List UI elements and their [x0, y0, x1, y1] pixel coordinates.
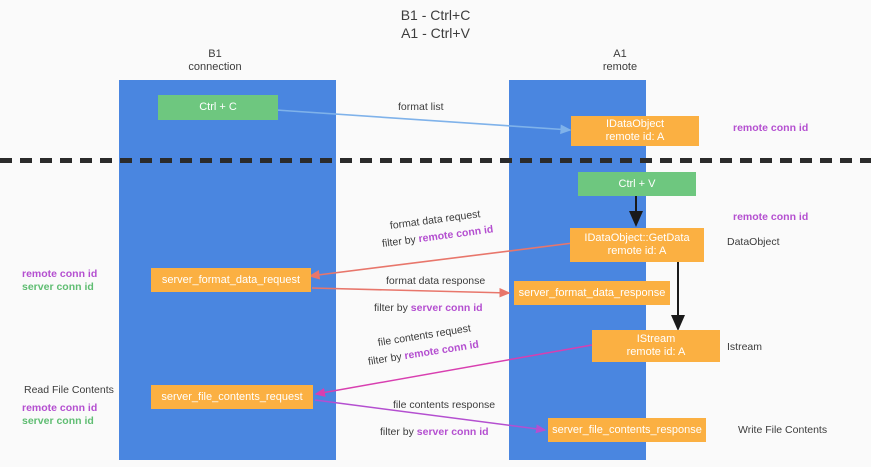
filter-prefix: filter by: [381, 233, 420, 250]
box-server-format-data-request[interactable]: server_format_data_request: [151, 268, 311, 292]
title-line-1: B1 - Ctrl+C: [400, 7, 471, 23]
box-server-format-data-response[interactable]: server_format_data_response: [514, 281, 670, 305]
annotation-dataobject: DataObject: [727, 236, 780, 248]
annotation-remote-conn-id-mid: remote conn id: [733, 211, 809, 223]
filter-key-server-conn-id: server conn id: [416, 426, 489, 438]
box-ctrl-v[interactable]: Ctrl + V: [578, 172, 696, 196]
title-line-2: A1 - Ctrl+V: [401, 25, 470, 41]
edge-label-format-data-response: format data response: [386, 275, 486, 287]
box-server-file-contents-request[interactable]: server_file_contents_request: [151, 385, 313, 409]
box-istream-line2: remote id: A: [626, 346, 686, 358]
edge-label-format-list: format list: [398, 101, 444, 113]
box-ctrl-v-label: Ctrl + V: [618, 177, 656, 190]
box-istream-line1: IStream: [636, 333, 676, 345]
annotation-read-file-contents: Read File Contents: [24, 384, 114, 396]
box-server-file-contents-request-label: server_file_contents_request: [161, 390, 303, 403]
box-server-file-contents-response-label: server_file_contents_response: [552, 423, 702, 436]
filter-key-server-conn-id: server conn id: [410, 302, 483, 314]
annotation-server-conn-id-1: server conn id: [22, 281, 94, 293]
connector-format-data-response: [311, 287, 511, 298]
box-idataobject-line1: IDataObject: [605, 118, 665, 130]
edge-label-file-contents-response-filter: filter by server conn id: [380, 422, 489, 440]
column-header-left: B1 connection: [150, 48, 280, 74]
annotation-write-file-contents: Write File Contents: [738, 424, 828, 436]
box-istream[interactable]: IStream remote id: A: [592, 330, 720, 362]
box-server-format-data-response-label: server_format_data_response: [518, 286, 666, 299]
column-left-name: B1: [208, 48, 222, 60]
filter-key-remote-conn-id: remote conn id: [417, 223, 494, 246]
page-title: B1 - Ctrl+C A1 - Ctrl+V: [0, 6, 871, 42]
annotation-remote-conn-id-top: remote conn id: [733, 122, 809, 134]
filter-prefix: filter by: [367, 350, 406, 368]
box-idataobject[interactable]: IDataObject remote id: A: [571, 116, 699, 146]
filter-prefix: filter by: [374, 302, 411, 314]
column-right-name: A1: [613, 48, 627, 60]
box-server-format-data-request-label: server_format_data_request: [161, 273, 301, 286]
column-left-role: connection: [188, 61, 242, 73]
annotation-server-conn-id-2: server conn id: [22, 415, 94, 427]
column-right-role: remote: [602, 61, 638, 73]
phase-separator-dashed-line: [0, 158, 871, 163]
annotation-remote-conn-id-2: remote conn id: [22, 402, 98, 414]
edge-label-file-contents-response: file contents response: [393, 399, 496, 411]
box-idataobject-getdata-line1: IDataObject::GetData: [584, 232, 690, 244]
box-ctrl-c-label: Ctrl + C: [199, 101, 237, 113]
box-idataobject-getdata[interactable]: IDataObject::GetData remote id: A: [570, 228, 704, 262]
box-idataobject-line2: remote id: A: [605, 131, 665, 143]
box-idataobject-getdata-line2: remote id: A: [607, 245, 667, 257]
annotation-istream: Istream: [727, 341, 763, 353]
column-header-right: A1 remote: [555, 48, 685, 74]
box-ctrl-c[interactable]: Ctrl + C: [158, 95, 278, 120]
annotation-remote-conn-id-1: remote conn id: [22, 268, 98, 280]
edge-label-format-data-response-filter: filter by server conn id: [374, 298, 483, 316]
box-server-file-contents-response[interactable]: server_file_contents_response: [548, 418, 706, 442]
filter-prefix: filter by: [380, 426, 417, 438]
